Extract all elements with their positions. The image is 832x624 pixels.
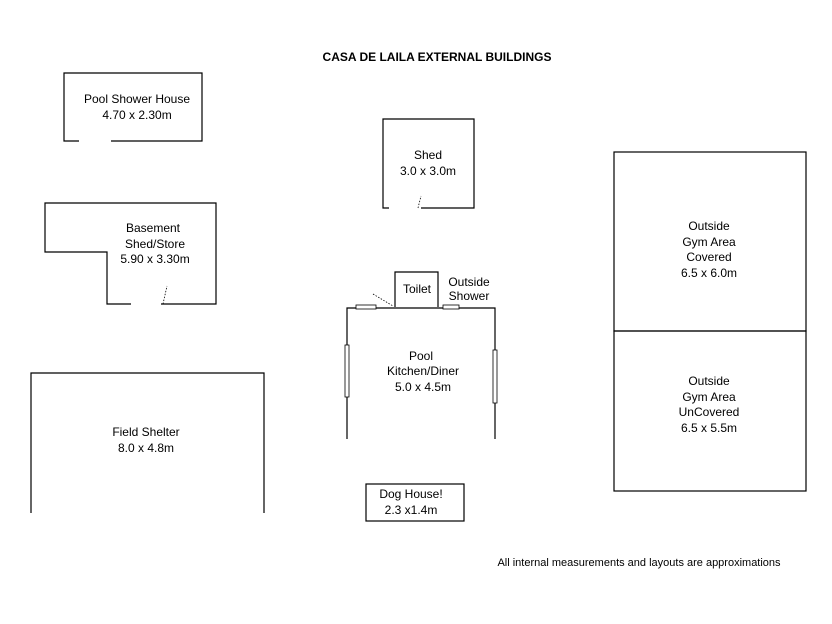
pool-shower-house-name: Pool Shower House <box>84 92 190 106</box>
pool-kitchen: Pool Kitchen/Diner 5.0 x 4.5m <box>344 293 498 439</box>
gym-covered: Outside Gym Area Covered 6.5 x 6.0m <box>613 151 807 332</box>
pool-kitchen-window-left <box>344 344 350 398</box>
pool-kitchen-size: 5.0 x 4.5m <box>395 380 451 394</box>
basement-store-door-swing <box>162 285 168 305</box>
pool-shower-house: Pool Shower House 4.70 x 2.30m <box>63 72 203 142</box>
toilet: Toilet <box>394 271 439 307</box>
field-shelter-name: Field Shelter <box>112 425 179 439</box>
dog-house-walls <box>365 483 465 522</box>
shed-door-swing <box>417 195 422 209</box>
basement-store-name-line1: Basement <box>126 221 181 235</box>
gym-uncovered-name-line3: UnCovered <box>679 405 740 419</box>
outside-shower-name-line2: Shower <box>449 289 490 303</box>
shed-name: Shed <box>414 148 442 162</box>
field-shelter: Field Shelter 8.0 x 4.8m <box>30 372 265 513</box>
pool-kitchen-window-right <box>492 349 498 404</box>
outside-shower: Outside Shower <box>448 275 490 303</box>
gym-uncovered-name-line2: Gym Area <box>682 390 736 404</box>
gym-uncovered-walls <box>613 330 807 492</box>
pool-shower-house-size: 4.70 x 2.30m <box>102 108 171 122</box>
basement-store-walls <box>44 202 217 305</box>
field-shelter-size: 8.0 x 4.8m <box>118 441 174 455</box>
dog-house-name: Dog House! <box>379 487 442 501</box>
outside-shower-name-line1: Outside <box>448 275 490 289</box>
pool-shower-house-walls <box>63 72 203 142</box>
field-shelter-walls <box>30 372 265 513</box>
basement-store-size: 5.90 x 3.30m <box>120 252 189 266</box>
pool-kitchen-window-top-left <box>355 304 377 310</box>
gym-uncovered: Outside Gym Area UnCovered 6.5 x 5.5m <box>613 330 807 492</box>
dog-house-size: 2.3 x1.4m <box>385 503 438 517</box>
disclaimer-note: All internal measurements and layouts ar… <box>497 557 781 569</box>
gym-uncovered-size: 6.5 x 5.5m <box>681 421 737 435</box>
gym-uncovered-name-line1: Outside <box>688 374 730 388</box>
shed: Shed 3.0 x 3.0m <box>382 118 475 209</box>
gym-covered-name-line3: Covered <box>686 250 731 264</box>
pool-kitchen-name-line2: Kitchen/Diner <box>387 364 459 378</box>
gym-covered-name-line2: Gym Area <box>682 235 736 249</box>
pool-kitchen-window-top-right <box>442 304 460 310</box>
gym-covered-name-line1: Outside <box>688 219 730 233</box>
pool-kitchen-door-swing <box>372 293 394 307</box>
basement-store-name-line2: Shed/Store <box>125 237 185 251</box>
toilet-name: Toilet <box>403 282 432 296</box>
basement-store: Basement Shed/Store 5.90 x 3.30m <box>44 202 217 305</box>
shed-size: 3.0 x 3.0m <box>400 164 456 178</box>
shed-walls <box>382 118 475 209</box>
plan-title: CASA DE LAILA EXTERNAL BUILDINGS <box>323 50 552 64</box>
gym-covered-size: 6.5 x 6.0m <box>681 266 737 280</box>
pool-kitchen-name-line1: Pool <box>409 349 433 363</box>
dog-house: Dog House! 2.3 x1.4m <box>365 483 465 522</box>
toilet-walls <box>394 271 439 307</box>
